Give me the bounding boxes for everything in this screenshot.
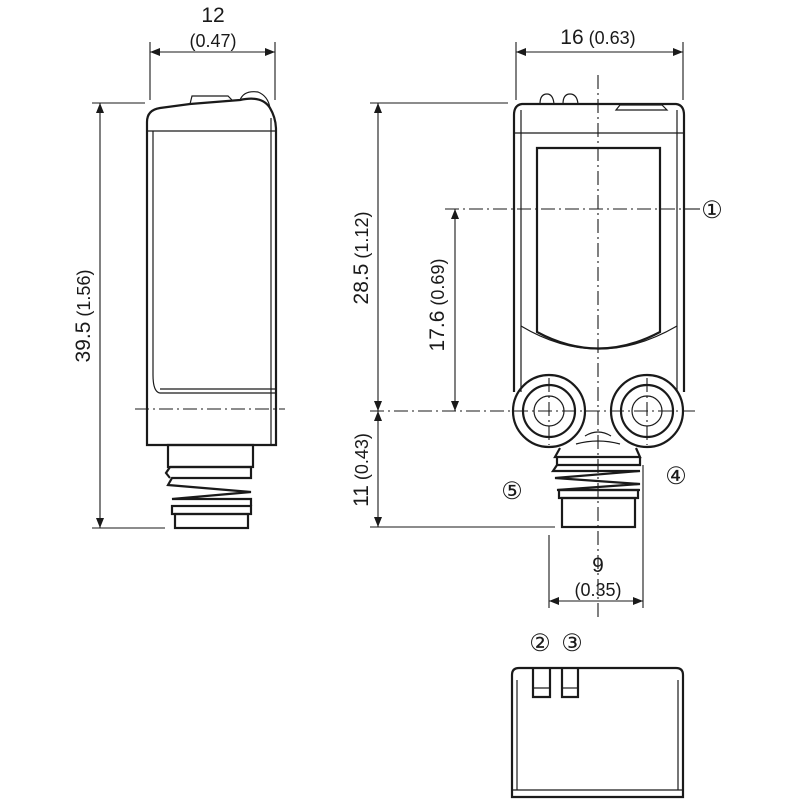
callout-2: ② (529, 630, 551, 657)
dim-12-mm: 12 (201, 4, 224, 27)
callout-4: ④ (665, 463, 687, 490)
callout-3: ③ (561, 630, 583, 657)
dim-9-inch: (0.35) (574, 580, 621, 600)
dimension-connector-width: 9 (0.35) (548, 465, 644, 608)
svg-text:39.5(1.56): 39.5 (1.56) (72, 270, 95, 363)
dim-16-mm: 16 (560, 26, 583, 49)
dim-11-mm: 11 (350, 485, 373, 507)
dimension-width-front: 16 (0.63) (515, 26, 684, 100)
dim-28-5-mm: 28.5 (350, 264, 373, 305)
dimension-connector-length: 11 (0.43) (350, 411, 555, 528)
dimension-height-total: 39.5 (1.56) (72, 102, 165, 529)
dim-17-6-inch: (0.69) (428, 259, 448, 306)
callout-5: ⑤ (501, 478, 523, 505)
front-view (370, 75, 700, 620)
dim-9-mm: 9 (592, 554, 604, 577)
dimension-width-side: 12 (0.47) (149, 4, 276, 100)
svg-text:11(0.43): 11 (0.43) (350, 433, 373, 507)
dimension-height-connector-axis: 28.5 (1.12) (350, 102, 508, 411)
dim-39-5-mm: 39.5 (72, 322, 95, 363)
svg-text:16(0.63): 16 (0.63) (560, 26, 635, 49)
dim-11-inch: (0.43) (352, 433, 372, 480)
svg-text:28.5(1.12): 28.5 (1.12) (350, 212, 373, 305)
dim-12-inch: (0.47) (189, 31, 236, 51)
top-view (510, 666, 685, 799)
side-view (135, 91, 285, 530)
callout-1: ① (701, 197, 723, 224)
dim-16-inch: (0.63) (589, 28, 636, 48)
dim-39-5-inch: (1.56) (74, 270, 94, 317)
dim-28-5-inch: (1.12) (352, 212, 372, 259)
dimension-height-optical-axis: 17.6 (0.69) (426, 209, 459, 411)
svg-text:17.6(0.69): 17.6 (0.69) (426, 259, 449, 352)
dim-17-6-mm: 17.6 (426, 311, 449, 352)
